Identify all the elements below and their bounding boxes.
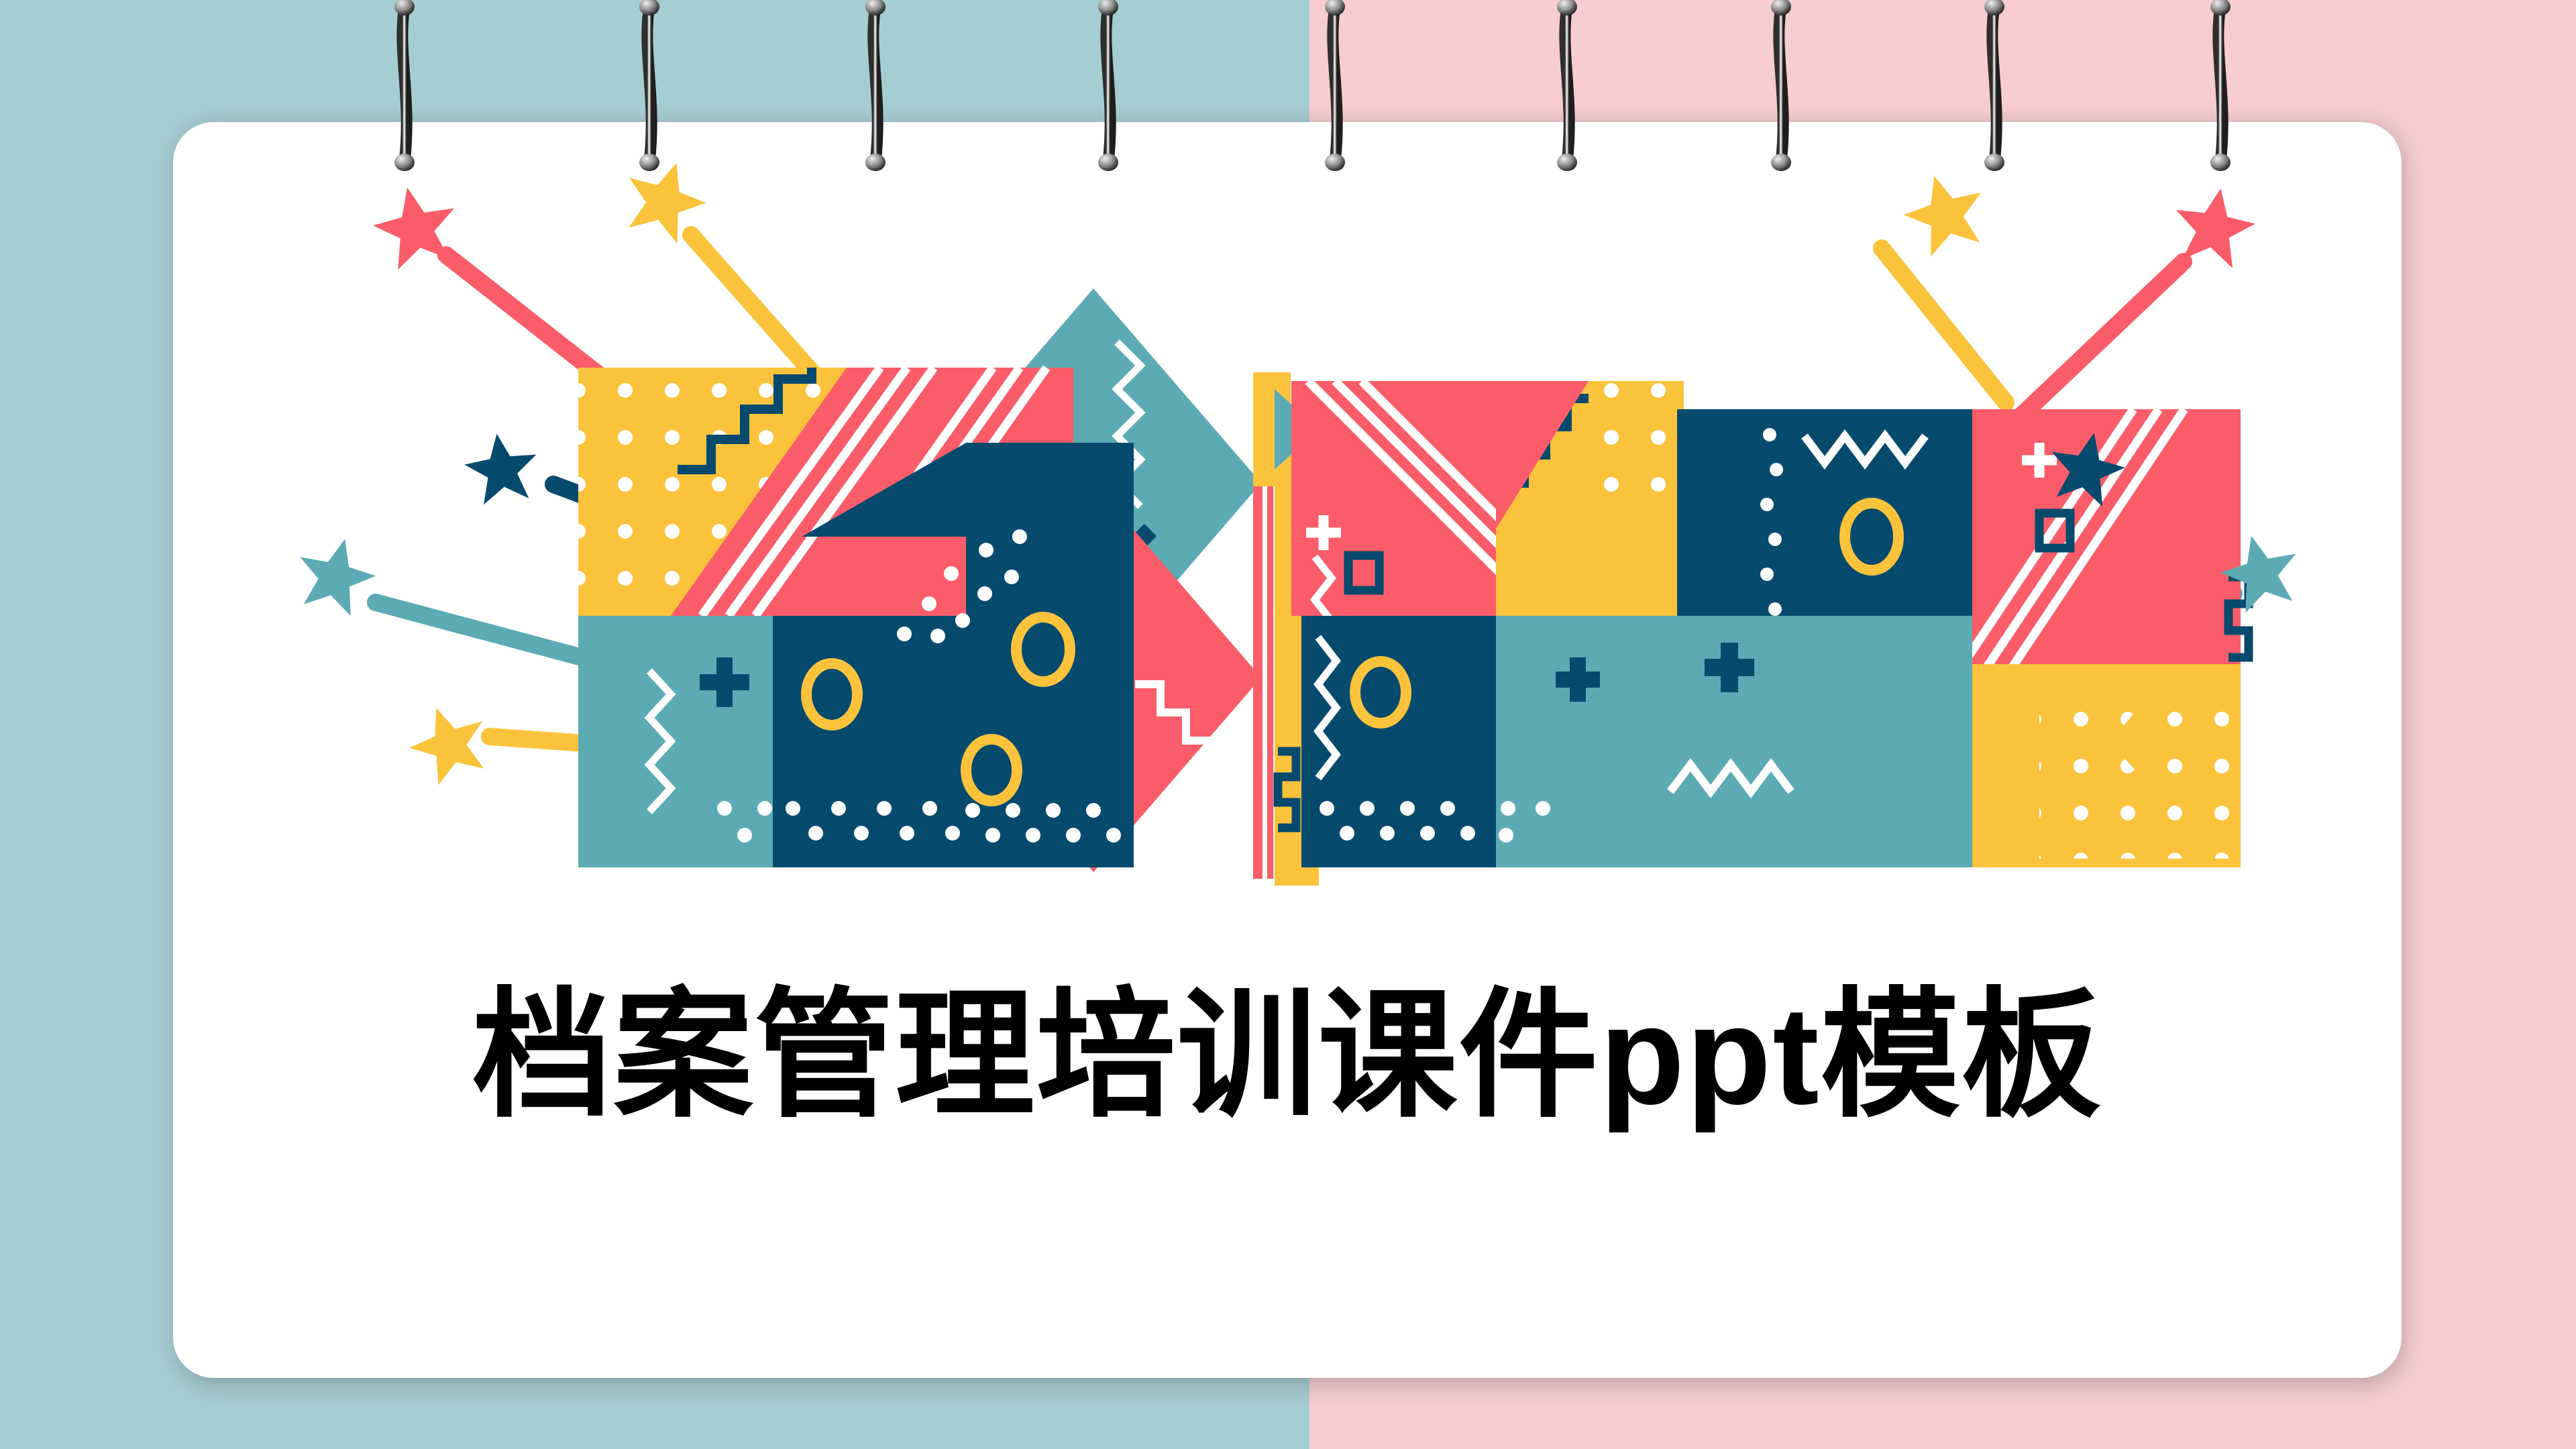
spiral-binder-ring — [393, 0, 416, 172]
spiral-binder-ring — [1556, 0, 1578, 172]
spiral-binder-ring — [2209, 0, 2232, 172]
spiral-binder-ring — [1983, 0, 2006, 172]
spiral-binder-ring — [864, 0, 887, 172]
spiral-binder-ring — [1097, 0, 1120, 172]
spiral-binder-ring — [1324, 0, 1346, 172]
spiral-binder-ring — [1770, 0, 1792, 172]
notepad-surface — [173, 122, 2402, 1378]
notepad-paper — [173, 122, 2402, 1378]
spiral-binder-ring — [638, 0, 661, 172]
page-title: 档案管理培训课件ppt模板 — [472, 978, 2102, 1134]
